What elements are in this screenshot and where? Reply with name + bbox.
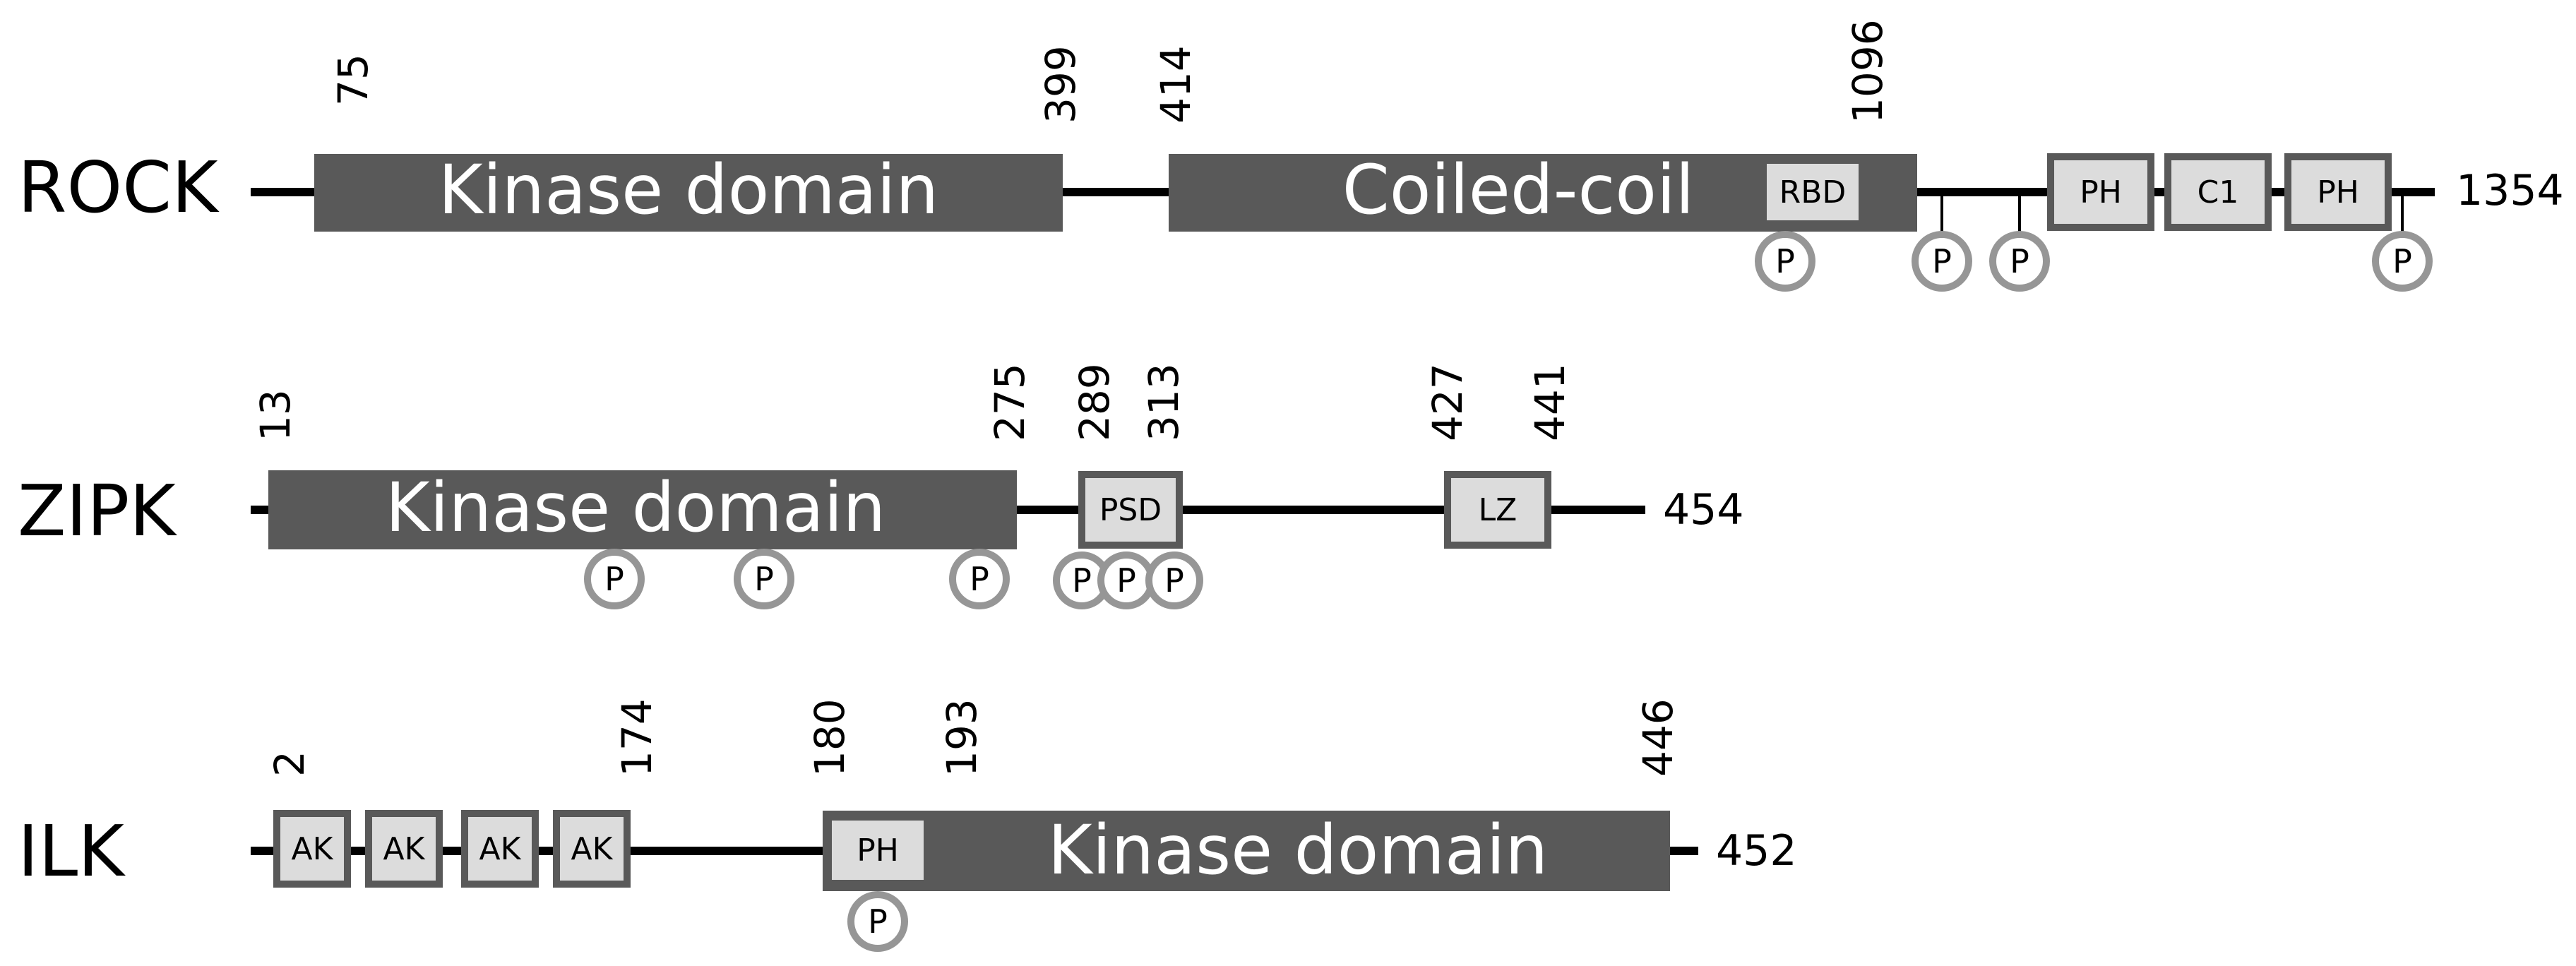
- phosphosite-marker: P: [1912, 192, 1972, 292]
- phosphosite-marker: P: [1989, 192, 2050, 292]
- protein-name: ILK: [18, 810, 126, 893]
- protein-rock: ROCK 1354 75 399 414 1096 Kinase domain …: [18, 19, 2564, 292]
- domain-label: Kinase domain: [1048, 811, 1548, 890]
- phosphosite-marker: P: [584, 549, 645, 609]
- svg-text:P: P: [1116, 561, 1136, 600]
- position-label: 414: [1152, 45, 1200, 124]
- ph-domain: [832, 821, 924, 880]
- position-label: 193: [938, 698, 986, 777]
- length-label: 1354: [2456, 166, 2564, 215]
- ph-domain: [2047, 153, 2154, 231]
- kinase-domain: [314, 154, 1063, 232]
- position-label: 399: [1037, 45, 1085, 124]
- domain-label: AK: [479, 831, 522, 867]
- length-label: 452: [1716, 826, 1797, 876]
- protein-zipk: ZIPK 454 13 275 289 313 427 441 Kinase d…: [18, 363, 1744, 609]
- svg-text:P: P: [868, 902, 888, 941]
- phosphosite-marker: P: [2372, 192, 2433, 292]
- position-label: 2: [266, 751, 314, 777]
- domain-label: PH: [2080, 174, 2122, 210]
- domain-label: C1: [2198, 174, 2239, 210]
- c1-domain: [2164, 153, 2272, 231]
- position-label: 275: [986, 363, 1034, 441]
- position-label: 313: [1140, 363, 1188, 441]
- protein-name: ROCK: [18, 146, 220, 229]
- phosphosite-marker: P: [847, 891, 908, 952]
- rbd-domain: [1767, 164, 1859, 220]
- domain-label: LZ: [1479, 492, 1517, 528]
- svg-text:P: P: [1072, 561, 1092, 600]
- domain-label: Kinase domain: [386, 468, 886, 547]
- domain-label: AK: [383, 831, 426, 867]
- phosphosite-marker: P: [1755, 231, 1815, 292]
- phosphosite-marker: P: [734, 549, 794, 609]
- svg-text:P: P: [2392, 242, 2412, 280]
- ak-repeat: [365, 810, 443, 888]
- phosphosite-marker: P: [1145, 551, 1203, 609]
- position-label: 441: [1526, 363, 1574, 441]
- domain-label: Coiled-coil: [1342, 150, 1695, 229]
- position-label: 1096: [1844, 19, 1892, 124]
- domain-label: PH: [857, 833, 899, 869]
- svg-text:P: P: [1164, 561, 1184, 600]
- position-label: 13: [251, 389, 299, 441]
- svg-text:P: P: [754, 560, 774, 598]
- domain-label: RBD: [1779, 174, 1847, 210]
- svg-text:P: P: [2010, 242, 2029, 280]
- psd-domain: [1078, 471, 1183, 549]
- domain-label: AK: [292, 831, 334, 867]
- kinase-domain: [823, 811, 1670, 891]
- ak-repeat: [461, 810, 539, 888]
- lz-domain: [1444, 471, 1551, 549]
- svg-text:P: P: [1932, 242, 1952, 280]
- kinase-domain: [268, 470, 1017, 549]
- protein-ilk: ILK 452 2 174 180 193 446 AK AK AK AK Ki…: [18, 698, 1797, 952]
- domain-label: Kinase domain: [439, 150, 938, 229]
- ak-repeat: [273, 810, 351, 888]
- position-label: 180: [806, 698, 854, 777]
- position-label: 289: [1071, 363, 1119, 441]
- position-label: 75: [329, 54, 377, 106]
- svg-text:P: P: [1775, 242, 1795, 280]
- domain-label: PH: [2317, 174, 2359, 210]
- domain-label: PSD: [1099, 492, 1162, 528]
- position-label: 174: [613, 698, 661, 777]
- position-label: 427: [1424, 363, 1472, 441]
- svg-text:P: P: [970, 560, 989, 598]
- ph-domain: [2284, 153, 2392, 231]
- protein-name: ZIPK: [18, 470, 177, 552]
- phosphosite-marker: P: [949, 549, 1010, 609]
- length-label: 454: [1663, 485, 1744, 535]
- domain-label: AK: [571, 831, 614, 867]
- svg-text:P: P: [604, 560, 624, 598]
- position-label: 446: [1634, 698, 1682, 777]
- phosphosite-marker: P: [1097, 551, 1155, 609]
- ak-repeat: [553, 810, 631, 888]
